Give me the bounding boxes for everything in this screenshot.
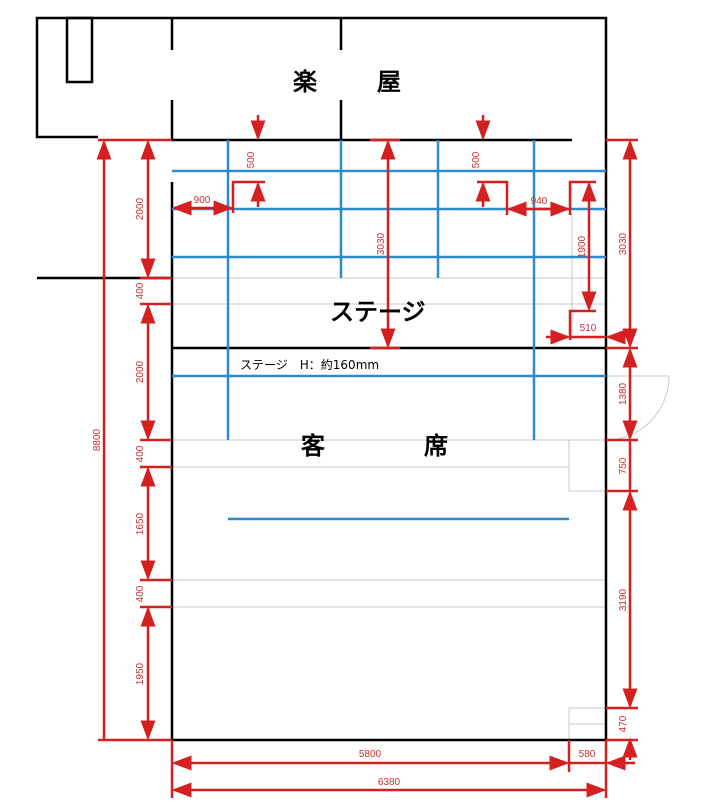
dim-right-riser-depth: 1900: [577, 235, 588, 258]
dim-left-4: 400: [135, 445, 146, 462]
dim-right-riser-width: 510: [580, 323, 597, 334]
dim-right-3: 750: [618, 457, 629, 474]
dim-left-offset-side: 900: [194, 195, 211, 206]
dim-right-1: 3030: [618, 232, 629, 255]
dim-left-5: 1650: [135, 512, 146, 535]
dim-left-3: 2000: [135, 360, 146, 383]
dressing-room-label: 楽: [293, 68, 318, 96]
dim-left-6: 400: [135, 585, 146, 602]
dim-left-7: 1950: [135, 662, 146, 685]
dim-left-1: 2000: [135, 197, 146, 220]
entrance-step: [568, 439, 607, 492]
dim-bottom-side: 580: [579, 749, 596, 760]
dim-total-depth: 8800: [92, 428, 103, 451]
dim-bottom-total: 6380: [378, 777, 401, 788]
stage-label: ステージ: [330, 298, 426, 326]
dim-bottom-main: 5800: [359, 749, 382, 760]
walls: [35, 16, 608, 742]
stage-height-note: ステージ H：約160mm: [240, 357, 379, 372]
dressing-room-label: 屋: [377, 68, 401, 96]
dim-left-2: 400: [135, 282, 146, 299]
dim-right-offset-top: 500: [471, 151, 482, 168]
dressing-room-fixture: [65, 16, 94, 84]
seating-label: 客: [301, 432, 326, 460]
dim-right-4: 3190: [618, 588, 629, 611]
dim-left-offset-top: 500: [246, 151, 257, 168]
dimension-lines: [96, 115, 638, 798]
dim-stage-depth: 3030: [376, 232, 387, 255]
seating-label: 席: [424, 432, 448, 460]
dim-right-5: 470: [618, 715, 629, 732]
door-swing: [605, 375, 670, 441]
dim-right-offset-side: 940: [531, 196, 548, 207]
guide-lines: [172, 213, 670, 741]
dim-right-2: 1380: [618, 382, 629, 405]
